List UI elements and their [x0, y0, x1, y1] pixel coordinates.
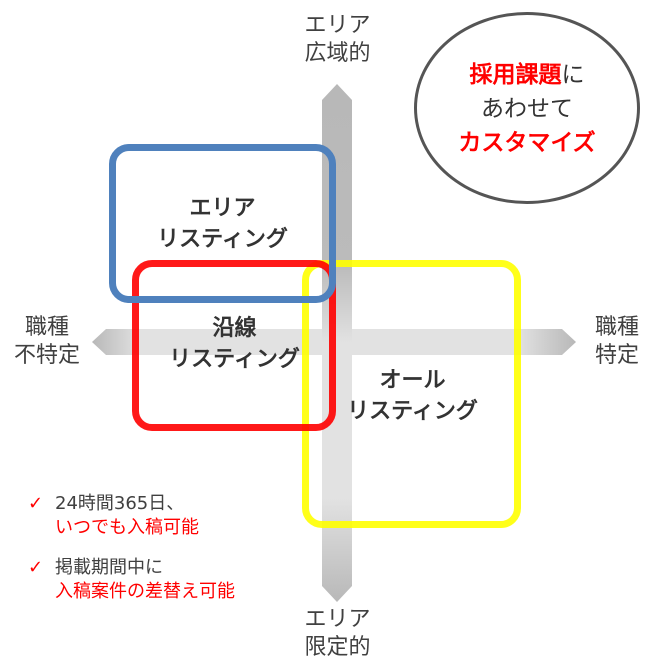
- note-item: ✓ 24時間365日、 いつでも入稿可能: [28, 492, 199, 540]
- axis-left-line2: 不特定: [13, 343, 80, 368]
- callout-circle: [414, 12, 640, 204]
- ensen-listing-line2: リスティング: [169, 347, 300, 372]
- axis-top-line2: 広域的: [304, 41, 371, 66]
- axis-right-line1: 職種: [594, 315, 639, 340]
- axis-bottom-line1: エリア: [304, 607, 371, 632]
- check-icon: ✓: [28, 557, 44, 578]
- area-listing-line1: エリア: [189, 196, 256, 221]
- axis-label-right: 職種 特定: [578, 314, 656, 370]
- callout-text: 採用課題に あわせて カスタマイズ: [414, 58, 640, 160]
- callout-highlight: 採用課題: [469, 62, 562, 88]
- all-listing-line1: オール: [379, 368, 446, 393]
- ensen-listing-box: [132, 260, 336, 431]
- callout-line2: あわせて: [481, 96, 573, 122]
- callout-line1: 採用課題に: [414, 58, 640, 92]
- axis-label-bottom: エリア 限定的: [290, 606, 385, 662]
- ensen-listing-label: 沿線 リスティング: [132, 313, 337, 375]
- ensen-listing-line1: 沿線: [212, 316, 257, 341]
- all-listing-line2: リスティング: [347, 399, 478, 424]
- all-listing-label: オール リスティング: [310, 365, 515, 427]
- all-listing-box: [302, 260, 521, 528]
- axis-top-line1: エリア: [304, 13, 371, 38]
- note-item: ✓ 掲載期間中に 入稿案件の差替え可能: [28, 556, 235, 604]
- callout-suffix: に: [561, 62, 585, 88]
- note-line1: 24時間365日、: [55, 493, 185, 514]
- axis-right-line2: 特定: [594, 343, 639, 368]
- area-listing-box: [109, 144, 336, 303]
- callout-line3: カスタマイズ: [458, 130, 596, 156]
- axis-label-top: エリア 広域的: [290, 12, 385, 68]
- note-line2: 入稿案件の差替え可能: [55, 581, 235, 602]
- area-listing-line2: リスティング: [157, 227, 288, 252]
- axis-left-line1: 職種: [24, 315, 69, 340]
- area-listing-label: エリア リスティング: [120, 193, 325, 255]
- note-line2: いつでも入稿可能: [55, 517, 199, 538]
- check-icon: ✓: [28, 493, 44, 514]
- note-line1: 掲載期間中に: [55, 557, 163, 578]
- axis-bottom-line2: 限定的: [304, 635, 371, 660]
- axis-label-left: 職種 不特定: [2, 314, 92, 370]
